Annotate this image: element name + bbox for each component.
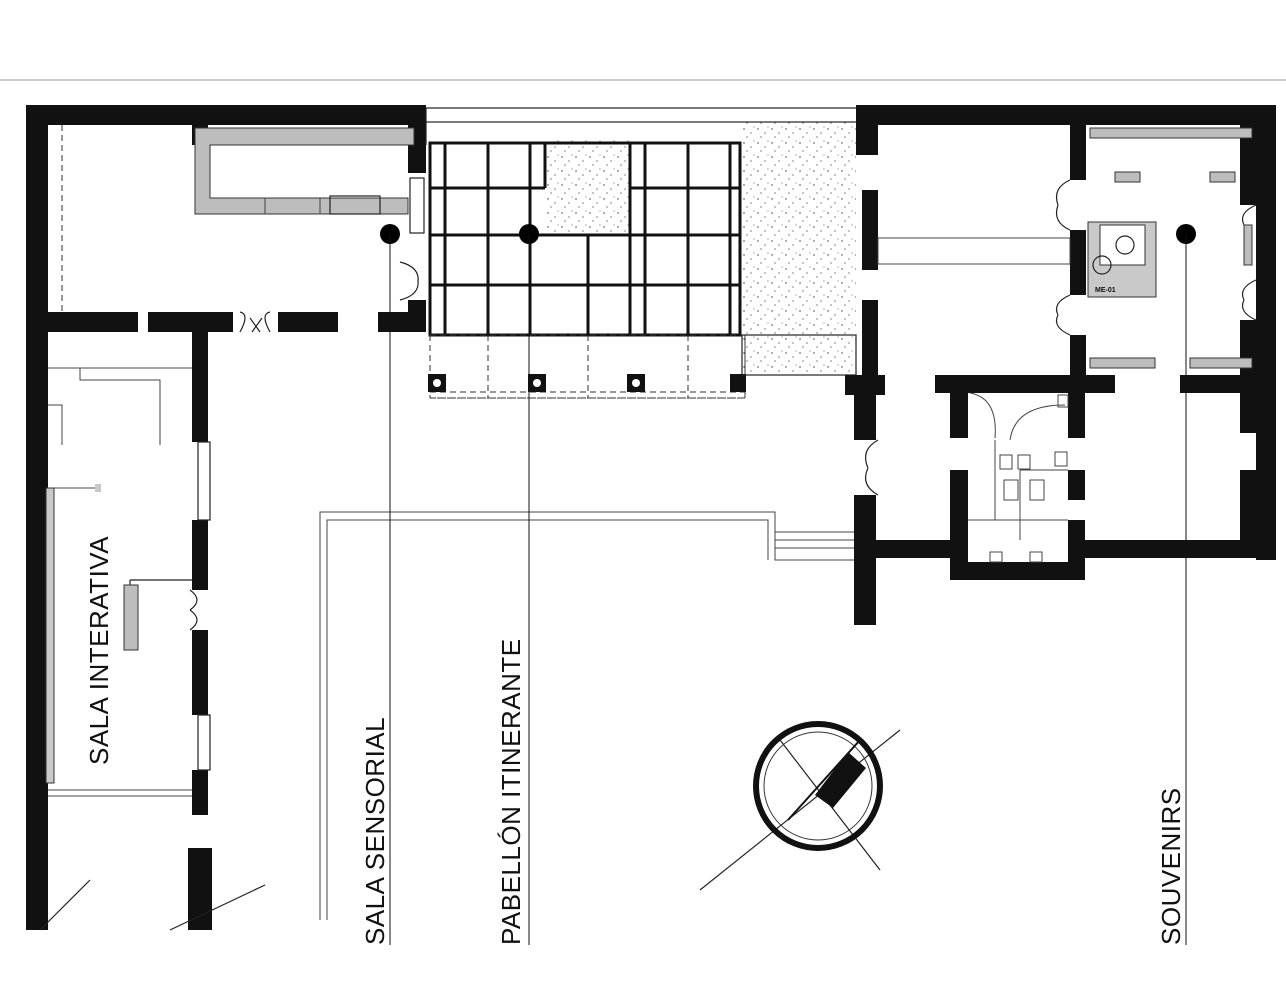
north-arrow-icon	[699, 721, 901, 891]
label-sala-sensorial: SALA SENSORIAL	[360, 717, 390, 945]
label-souvenirs: SOUVENIRS	[1156, 787, 1186, 945]
furniture-tag: ME-01	[1095, 287, 1116, 294]
left-wing	[26, 105, 426, 931]
label-pabellon-itinerante: PABELLÓN ITINERANTE	[496, 638, 526, 945]
label-leaders	[380, 224, 1196, 945]
pavilion	[319, 107, 859, 920]
pavilion-dashed-extension	[429, 334, 746, 399]
label-sala-interativa: SALA INTERATIVA	[84, 536, 114, 765]
right-wing: ME-01	[845, 105, 1276, 625]
